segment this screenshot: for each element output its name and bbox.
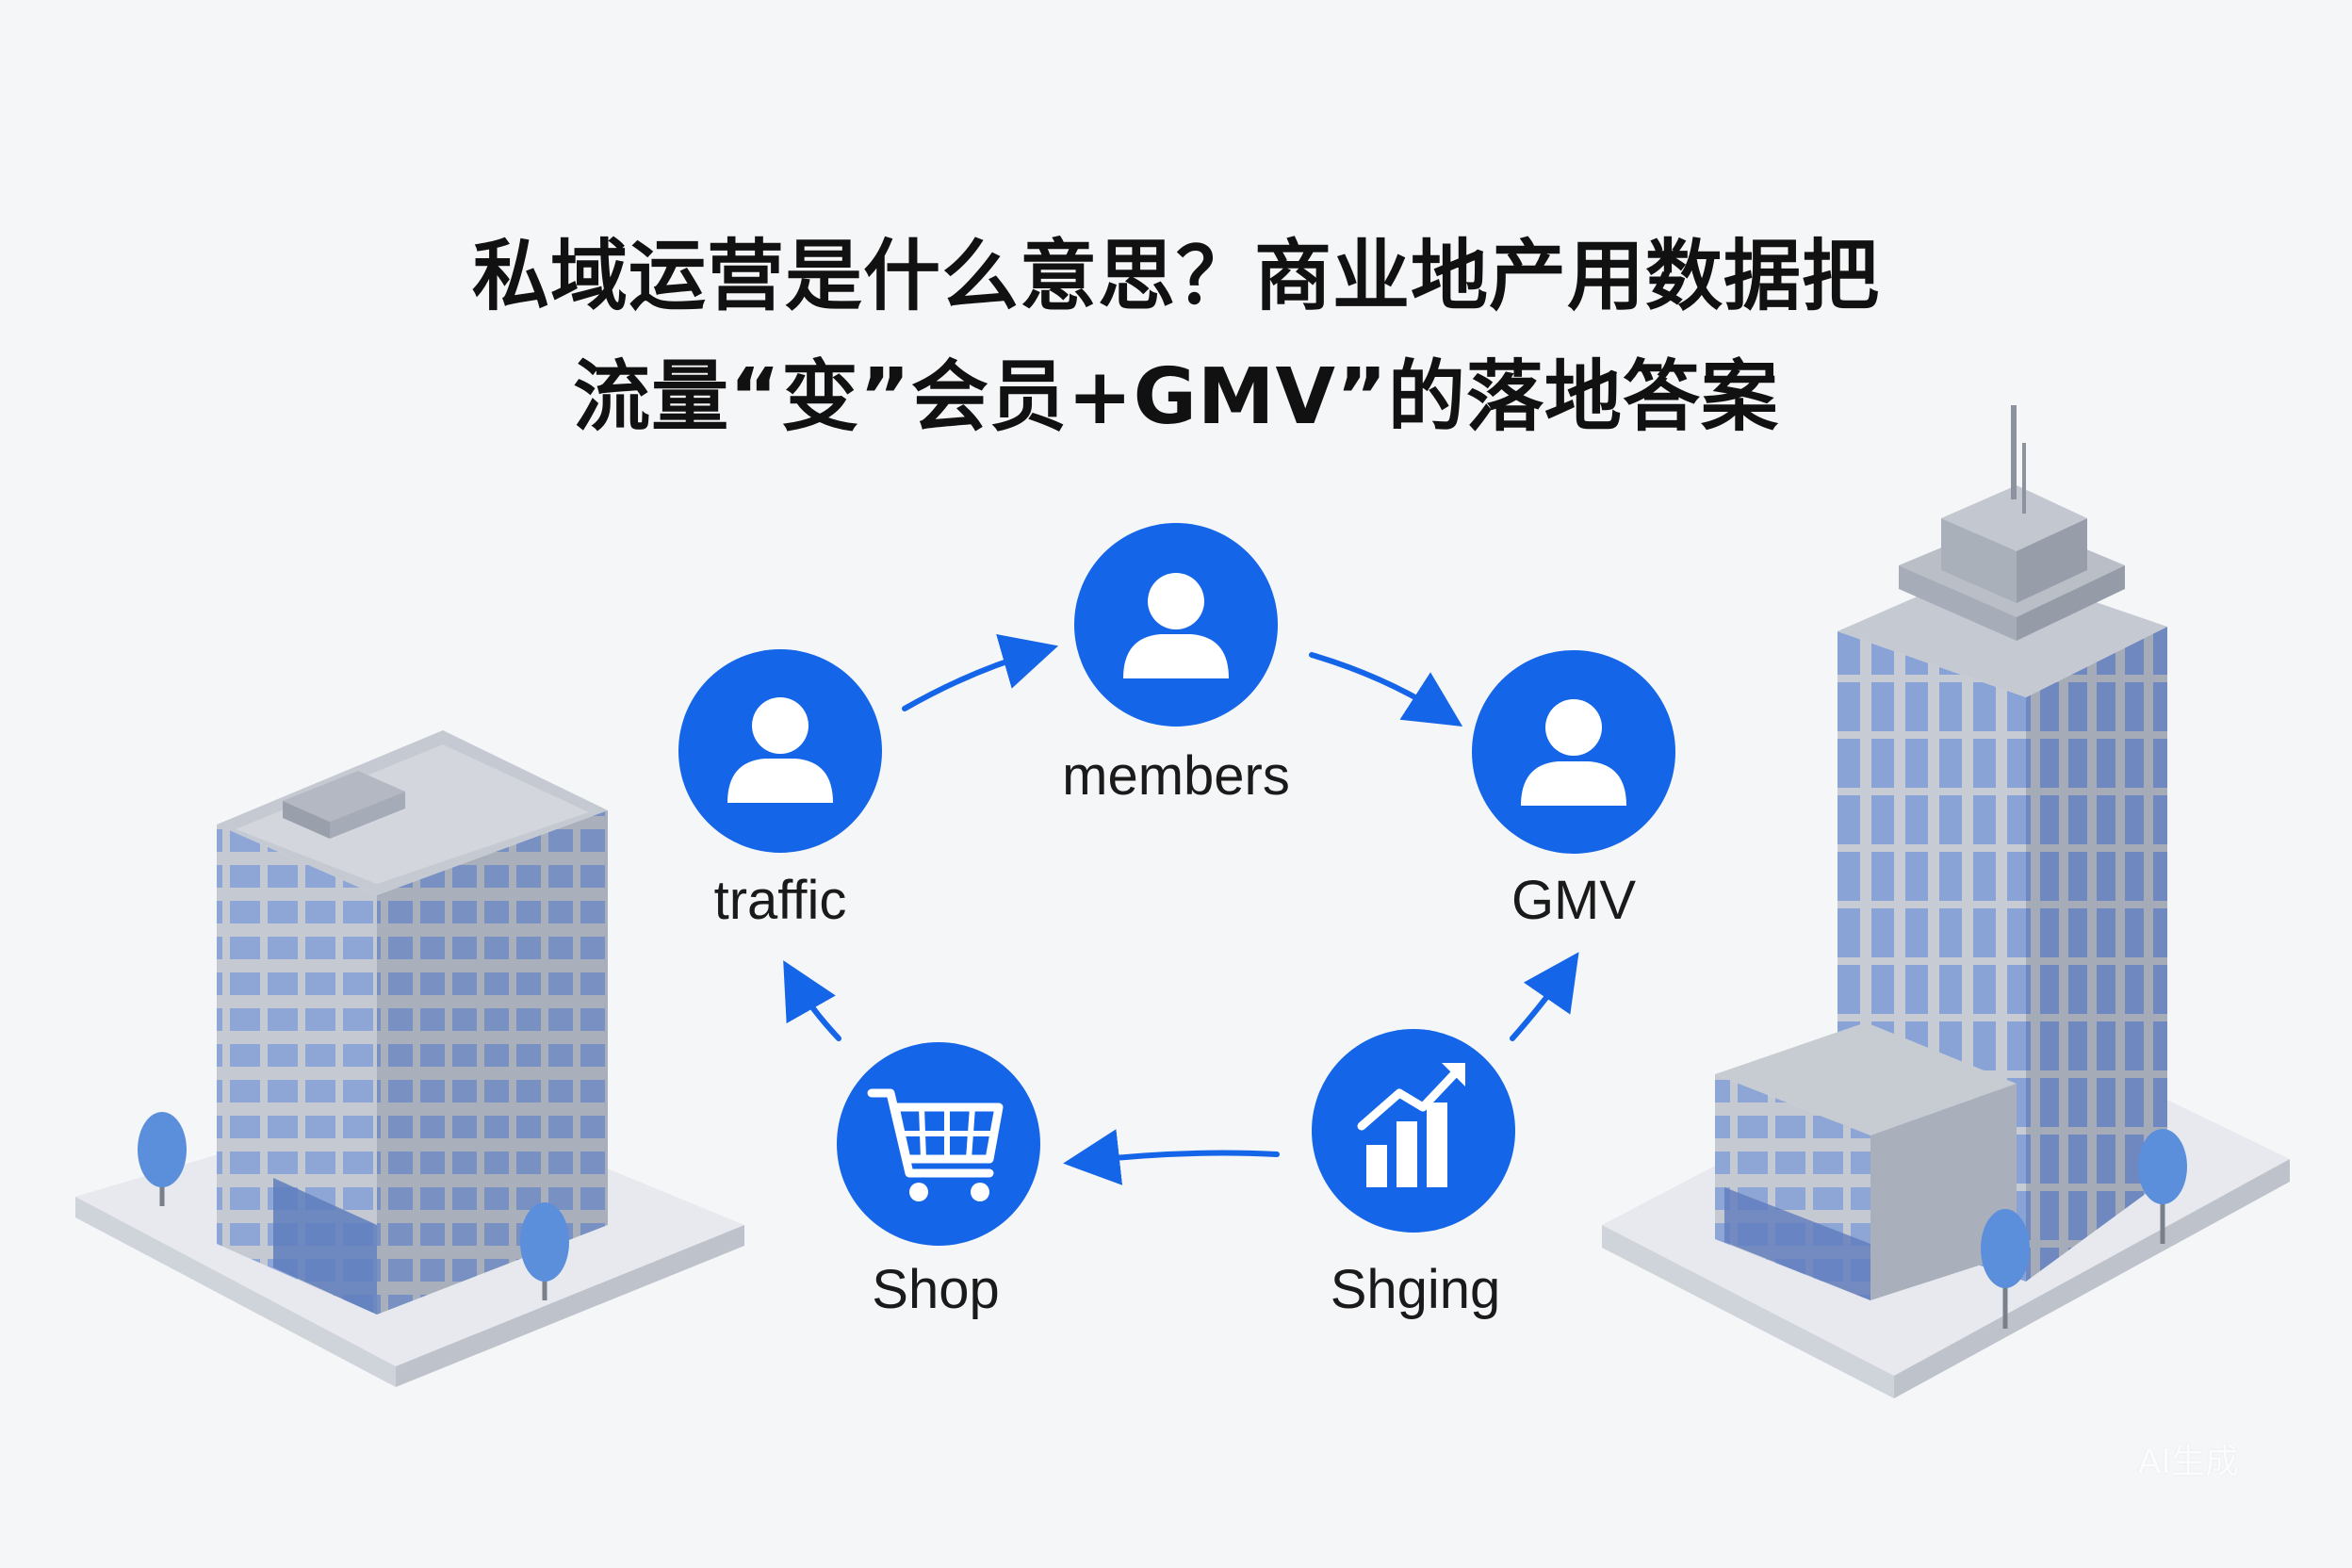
node-traffic — [678, 649, 882, 853]
label-gmv: GMV — [1511, 870, 1637, 931]
label-shging: Shging — [1330, 1259, 1501, 1320]
person-icon — [1521, 699, 1626, 806]
title-line-1: 私域运营是什么意思？商业地产用数据把 — [471, 232, 1880, 321]
person-icon — [727, 697, 833, 803]
left-building-front-face — [217, 825, 377, 1315]
title-line-2: 流量“变”会员+GMV”的落地答案 — [573, 352, 1779, 442]
arrow-members-to-gmv — [1309, 652, 1463, 727]
tree — [520, 1202, 569, 1300]
tree — [1981, 1209, 2030, 1329]
node-shging — [1312, 1029, 1515, 1233]
growth-chart-icon — [1357, 1063, 1465, 1187]
node-members — [1074, 523, 1278, 727]
arrow-shging-to-gmv — [1510, 952, 1579, 1041]
right-office-tower — [1602, 405, 2290, 1398]
podium-roof — [1715, 1022, 2017, 1135]
ai-generated-watermark: AI生成 — [2137, 1443, 2239, 1481]
left-building-side-face — [377, 810, 608, 1315]
tree — [2138, 1129, 2187, 1244]
diagram-title: 私域运营是什么意思？商业地产用数据把 流量“变”会员+GMV”的落地答案 — [0, 217, 2352, 458]
right-tower-side-face — [2026, 627, 2167, 1282]
shopping-cart-icon — [867, 1088, 1004, 1178]
arrow-shging-to-shop — [1063, 1129, 1280, 1185]
left-building-base-side — [396, 1225, 744, 1387]
left-building-base-front — [75, 1197, 396, 1387]
label-members: members — [1062, 745, 1290, 807]
node-gmv — [1472, 650, 1675, 854]
tree — [138, 1112, 187, 1206]
rooftop-unit — [283, 771, 405, 822]
arrow-traffic-to-members — [902, 634, 1059, 711]
podium-side — [1870, 1084, 2017, 1300]
label-shop: Shop — [872, 1259, 1000, 1320]
arrow-shop-to-traffic — [783, 960, 841, 1041]
label-traffic: traffic — [713, 870, 847, 931]
left-office-building — [75, 730, 744, 1387]
node-shop — [837, 1042, 1040, 1246]
person-icon — [1123, 573, 1229, 678]
cycle-arrows — [783, 634, 1579, 1185]
